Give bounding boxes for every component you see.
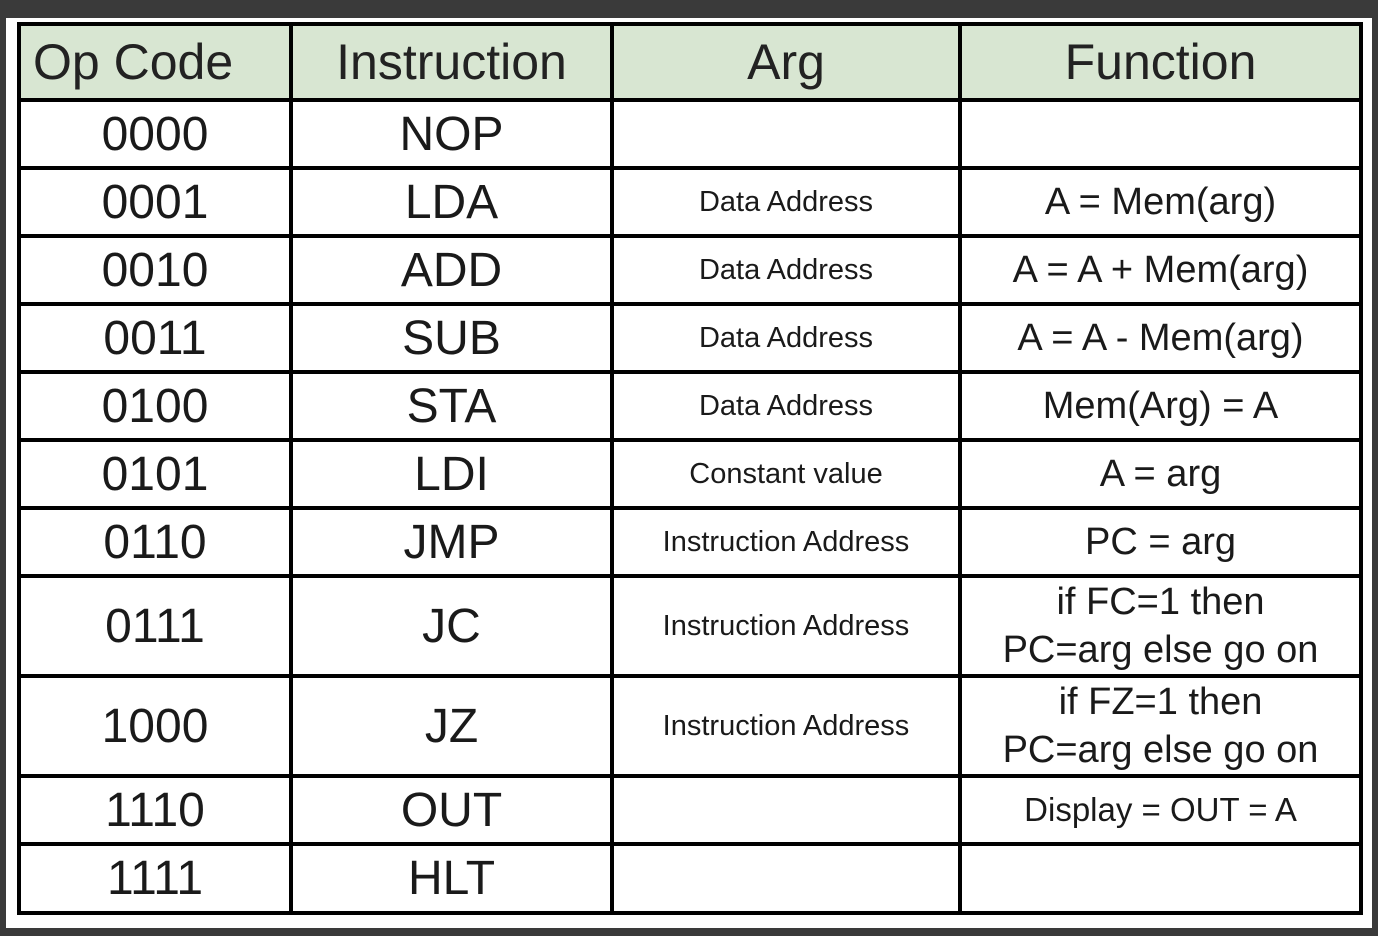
arg-cell: Instruction Address: [610, 506, 962, 578]
function-cell: PC = arg: [958, 506, 1363, 578]
opcode-cell: 0100: [17, 370, 293, 442]
function-cell: if FC=1 then PC=arg else go on: [958, 574, 1363, 678]
instruction-cell: LDA: [289, 166, 614, 238]
opcode-cell: 1000: [17, 674, 293, 778]
instruction-set-table: Op Code Instruction Arg Function 0000 NO…: [17, 22, 1363, 915]
instruction-cell: JMP: [289, 506, 614, 578]
table-row: 0111 JC Instruction Address if FC=1 then…: [17, 574, 1363, 678]
instruction-cell: HLT: [289, 842, 614, 915]
slide: Op Code Instruction Arg Function 0000 NO…: [6, 18, 1372, 928]
table-row: 0101 LDI Constant value A = arg: [17, 438, 1363, 510]
instruction-cell: NOP: [289, 98, 614, 170]
arg-cell: [610, 842, 962, 915]
arg-cell: [610, 774, 962, 846]
opcode-cell: 0001: [17, 166, 293, 238]
instruction-cell: LDI: [289, 438, 614, 510]
opcode-cell: 0110: [17, 506, 293, 578]
opcode-cell: 0011: [17, 302, 293, 374]
arg-cell: Data Address: [610, 234, 962, 306]
arg-cell: Instruction Address: [610, 574, 962, 678]
opcode-cell: 1111: [17, 842, 293, 915]
opcode-cell: 0000: [17, 98, 293, 170]
arg-cell: [610, 98, 962, 170]
opcode-cell: 1110: [17, 774, 293, 846]
instruction-cell: STA: [289, 370, 614, 442]
function-line-1: if FC=1 then: [1056, 581, 1265, 623]
instruction-cell: JZ: [289, 674, 614, 778]
header-arg: Arg: [610, 22, 962, 102]
table-row: 0010 ADD Data Address A = A + Mem(arg): [17, 234, 1363, 306]
arg-cell: Instruction Address: [610, 674, 962, 778]
table-row: 0110 JMP Instruction Address PC = arg: [17, 506, 1363, 578]
table-row: 1000 JZ Instruction Address if FZ=1 then…: [17, 674, 1363, 778]
function-line-2: PC=arg else go on: [1002, 629, 1319, 671]
function-cell: Mem(Arg) = A: [958, 370, 1363, 442]
table-row: 1110 OUT Display = OUT = A: [17, 774, 1363, 846]
arg-cell: Data Address: [610, 302, 962, 374]
function-cell: A = A - Mem(arg): [958, 302, 1363, 374]
header-row: Op Code Instruction Arg Function: [17, 22, 1363, 102]
header-opcode: Op Code: [17, 22, 293, 102]
function-line-2: PC=arg else go on: [1002, 729, 1319, 771]
function-cell: A = Mem(arg): [958, 166, 1363, 238]
function-cell: if FZ=1 then PC=arg else go on: [958, 674, 1363, 778]
opcode-cell: 0111: [17, 574, 293, 678]
function-cell: A = A + Mem(arg): [958, 234, 1363, 306]
table-row: 0000 NOP: [17, 98, 1363, 170]
function-cell: Display = OUT = A: [958, 774, 1363, 846]
header-instruction: Instruction: [289, 22, 614, 102]
function-cell: [958, 842, 1363, 915]
arg-cell: Data Address: [610, 166, 962, 238]
instruction-cell: ADD: [289, 234, 614, 306]
header-function: Function: [958, 22, 1363, 102]
opcode-cell: 0010: [17, 234, 293, 306]
function-line-1: if FZ=1 then: [1058, 681, 1263, 723]
table-row: 0011 SUB Data Address A = A - Mem(arg): [17, 302, 1363, 374]
table-row: 0001 LDA Data Address A = Mem(arg): [17, 166, 1363, 238]
instruction-cell: SUB: [289, 302, 614, 374]
arg-cell: Constant value: [610, 438, 962, 510]
table-row: 1111 HLT: [17, 842, 1363, 915]
instruction-cell: JC: [289, 574, 614, 678]
function-cell: [958, 98, 1363, 170]
table-row: 0100 STA Data Address Mem(Arg) = A: [17, 370, 1363, 442]
opcode-cell: 0101: [17, 438, 293, 510]
function-cell: A = arg: [958, 438, 1363, 510]
instruction-cell: OUT: [289, 774, 614, 846]
arg-cell: Data Address: [610, 370, 962, 442]
